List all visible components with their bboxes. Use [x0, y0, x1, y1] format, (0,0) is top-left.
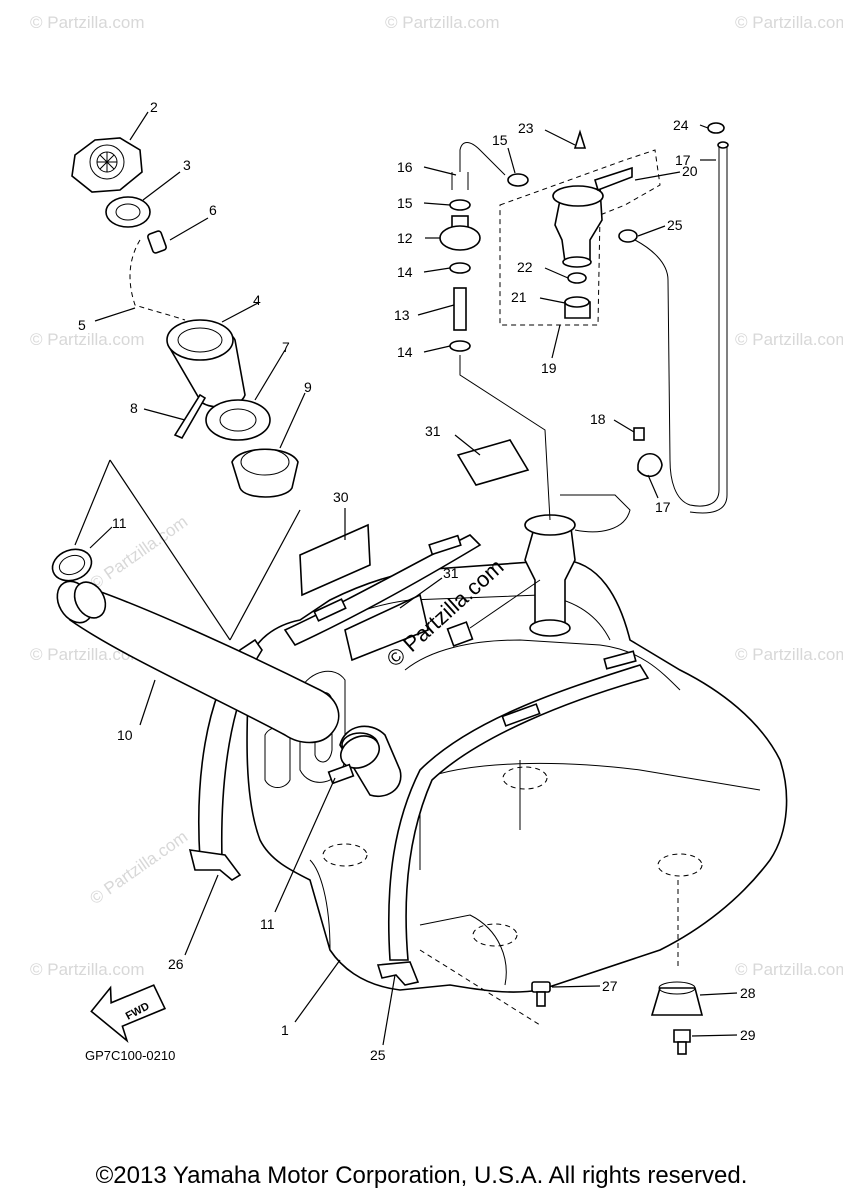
- callout-14: 14: [397, 344, 413, 360]
- watermark: © Partzilla.com: [30, 13, 145, 32]
- callout-25: 25: [667, 217, 683, 233]
- callout-6: 6: [209, 202, 217, 218]
- filler-cap-assembly: [71, 137, 299, 498]
- watermark: © Partzilla.com: [86, 512, 191, 593]
- callout-18: 17: [655, 499, 671, 515]
- callout-24: 23: [518, 120, 534, 136]
- callout-8: 8: [130, 400, 138, 416]
- watermark: © Partzilla.com: [86, 827, 191, 908]
- watermark: © Partzilla.com: [735, 645, 843, 664]
- fuel-sender-unit: [446, 494, 631, 647]
- callout-15: 15: [492, 132, 508, 148]
- callout-15: 15: [397, 195, 413, 211]
- copyright-notice: ©2013 Yamaha Motor Corporation, U.S.A. A…: [95, 1162, 748, 1189]
- callout-11: 11: [112, 515, 127, 531]
- callout-19: 18: [590, 411, 606, 427]
- callout-26: 25: [370, 1047, 386, 1063]
- forward-arrow: FWD: [90, 984, 167, 1043]
- fuel-filter-lines: [439, 122, 729, 521]
- callout-7: 7: [282, 339, 290, 355]
- callout-3: 3: [183, 157, 191, 173]
- callout-31: 31: [443, 565, 459, 581]
- callout-32: 31: [425, 423, 441, 439]
- callout-11: 11: [260, 916, 275, 932]
- callout-25: 24: [673, 117, 689, 133]
- callout-12: 12: [397, 230, 413, 246]
- callout-5: 5: [78, 317, 86, 333]
- filler-hose: [51, 548, 381, 785]
- tank-straps: [188, 534, 650, 986]
- fuel-tank-parts-diagram: © Partzilla.com © Partzilla.com © Partzi…: [30, 13, 843, 1063]
- callout-22: 21: [511, 289, 527, 305]
- watermark: © Partzilla.com: [30, 330, 145, 349]
- callout-14: 14: [397, 264, 413, 280]
- watermark: © Partzilla.com: [385, 13, 500, 32]
- callout-1: 1: [281, 1022, 289, 1038]
- callout-9: 9: [304, 379, 312, 395]
- callout-28: 27: [602, 978, 618, 994]
- callout-17: 17: [675, 152, 691, 168]
- watermark: © Partzilla.com: [735, 13, 843, 32]
- callout-31: 30: [333, 489, 349, 505]
- callout-30: 29: [740, 1027, 756, 1043]
- watermark: © Partzilla.com: [30, 645, 145, 664]
- watermark: © Partzilla.com: [735, 330, 843, 349]
- callout-16: 16: [397, 159, 413, 175]
- watermark: © Partzilla.com: [30, 960, 145, 979]
- callout-29: 28: [740, 985, 756, 1001]
- drawing-code: GP7C100-0210: [85, 1048, 175, 1063]
- callout-23: 22: [517, 259, 533, 275]
- mounting-hardware: [531, 981, 704, 1055]
- watermark: © Partzilla.com: [735, 960, 843, 979]
- callout-13: 13: [394, 307, 410, 323]
- callout-20: 19: [541, 360, 557, 376]
- callout-21: 20: [682, 163, 698, 179]
- callout-4: 4: [253, 292, 261, 308]
- callouts: 2 3 6 5 4 7 8 9 11 10 11 26 1 25 27 28 2…: [78, 99, 756, 1063]
- callout-10: 10: [117, 727, 133, 743]
- callout-27: 26: [168, 956, 184, 972]
- leader-lines: [74, 111, 738, 1046]
- callout-2: 2: [150, 99, 158, 115]
